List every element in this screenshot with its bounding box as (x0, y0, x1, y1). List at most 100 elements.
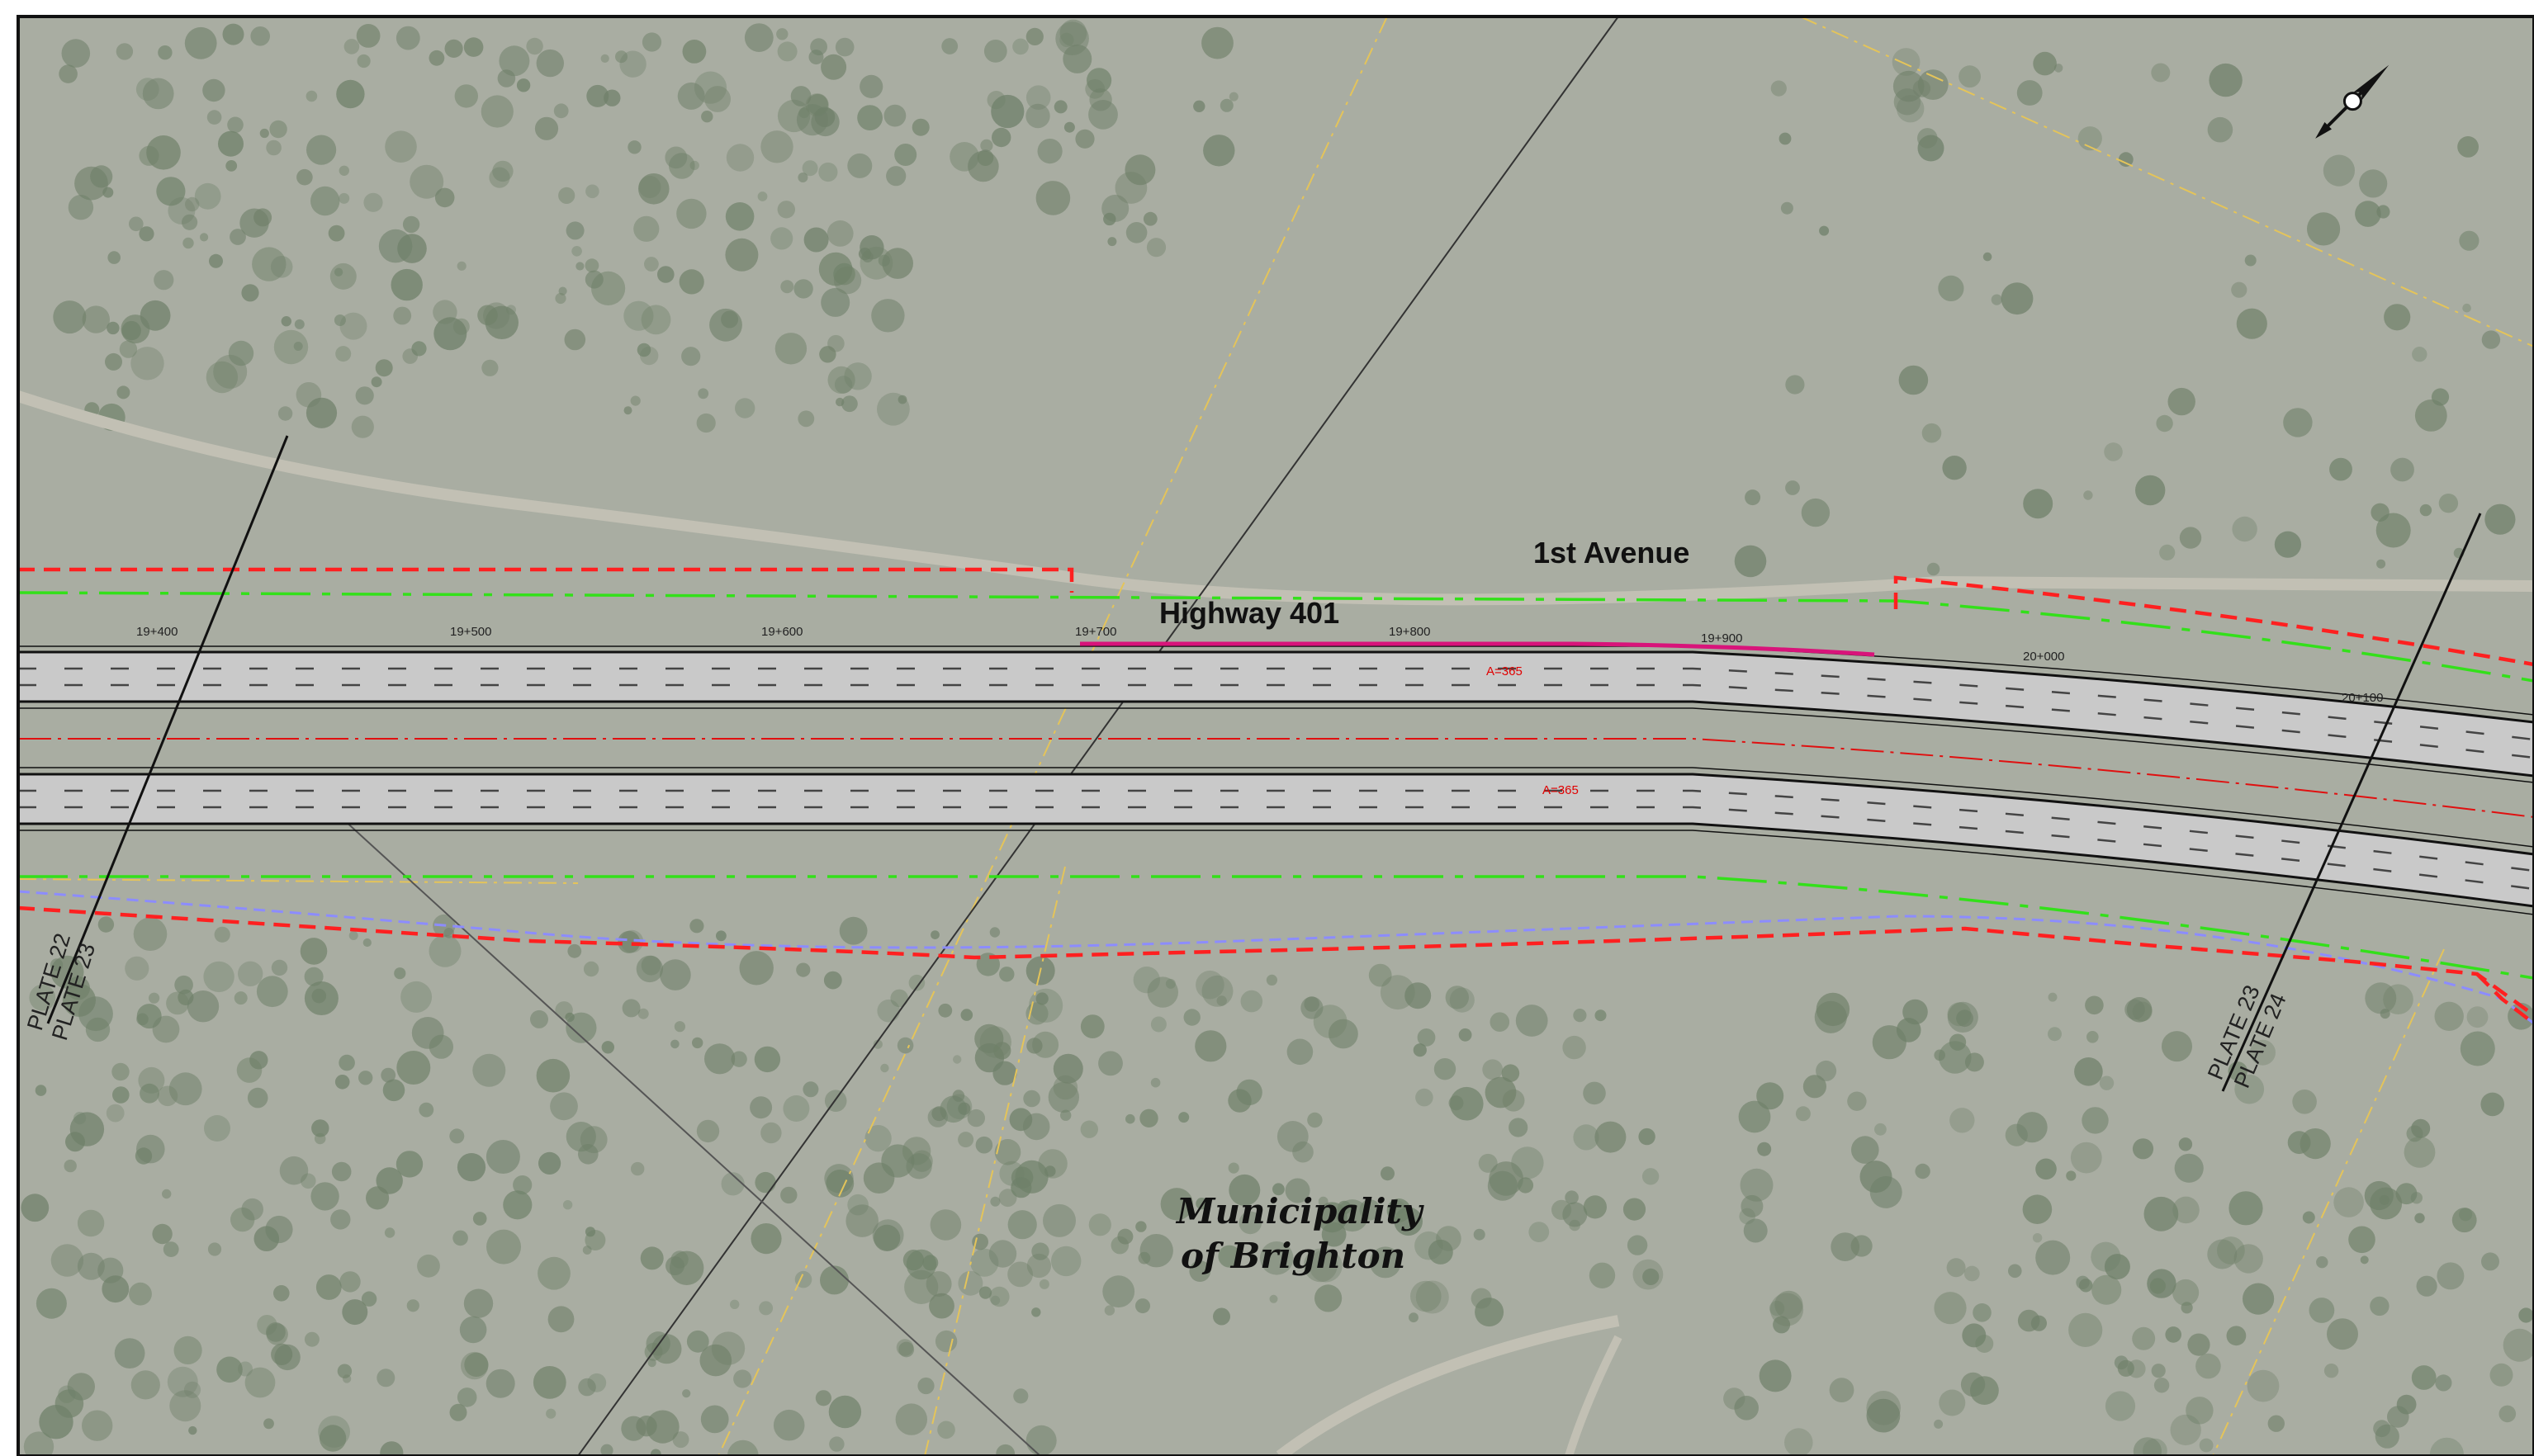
vegetation-clump (670, 1039, 680, 1049)
vegetation-clump (937, 1421, 955, 1439)
vegetation-clump (330, 1209, 351, 1230)
vegetation-clump (2048, 1027, 2062, 1042)
vegetation-clump (1934, 1419, 1944, 1429)
vegetation-clump (2370, 1296, 2390, 1317)
vegetation-clump (391, 268, 423, 301)
vegetation-clump (1139, 1109, 1158, 1128)
vegetation-clump (348, 931, 358, 940)
vegetation-clump (270, 256, 293, 278)
vegetation-clump (759, 1301, 774, 1316)
vegetation-clump (334, 314, 346, 326)
vegetation-clump (2376, 559, 2386, 569)
vegetation-clump (1509, 1118, 1528, 1137)
vegetation-clump (790, 86, 812, 106)
vegetation-clump (241, 1198, 264, 1221)
utility-line (1799, 17, 2534, 347)
vegetation-clump (929, 1293, 954, 1319)
vegetation-clump (163, 1241, 179, 1257)
vegetation-clump (958, 1132, 974, 1148)
vegetation-clump (2231, 281, 2247, 298)
vegetation-clump (2132, 1138, 2154, 1160)
vegetation-clump (1917, 69, 1949, 100)
vegetation-clump (1080, 1014, 1105, 1038)
vegetation-clump (883, 104, 907, 127)
vegetation-clump (334, 267, 343, 277)
vegetation-clump (1060, 1109, 1072, 1121)
vegetation-clump (2207, 116, 2233, 143)
vegetation-clump (863, 1162, 895, 1194)
vegetation-clump (1089, 88, 1112, 111)
vegetation-clump (2419, 503, 2432, 517)
vegetation-clump (2132, 1326, 2156, 1350)
vegetation-clump (1088, 1213, 1111, 1236)
vegetation-clump (890, 989, 908, 1008)
vegetation-clump (578, 1144, 599, 1165)
vegetation-clump (2114, 1355, 2129, 1370)
vegetation-clump (1038, 1149, 1068, 1179)
vegetation-clump (2234, 1074, 2265, 1104)
vegetation-clump (129, 216, 144, 232)
vegetation-clump (1318, 1196, 1329, 1207)
vegetation-clump (1898, 365, 1929, 395)
vegetation-clump (2383, 984, 2413, 1014)
vegetation-clump (1417, 1028, 1436, 1047)
vegetation-clump (1770, 80, 1787, 97)
vegetation-clump (149, 992, 160, 1004)
pavement-edge (18, 773, 2534, 856)
vegetation-clump (567, 943, 582, 958)
vegetation-patches (21, 19, 2534, 1456)
vegetation-clump (1300, 996, 1324, 1019)
vegetation-clump (1445, 986, 1470, 1009)
vegetation-clump (361, 1291, 377, 1307)
lane-marking (18, 789, 2534, 872)
vegetation-clump (808, 50, 824, 65)
vegetation-clump (1851, 1136, 1879, 1164)
vegetation-clump (65, 1132, 85, 1152)
vegetation-clump (335, 346, 352, 362)
vegetation-clump (1501, 1064, 1520, 1082)
vegetation-clump (682, 1389, 691, 1398)
vegetation-clump (139, 226, 154, 242)
vegetation-clump (1780, 201, 1793, 215)
vegetation-clump (50, 955, 84, 989)
vegetation-clump (669, 153, 695, 179)
vegetation-clump (133, 917, 168, 951)
vegetation-clump (1011, 1177, 1032, 1198)
vegetation-clump (1007, 1261, 1033, 1288)
vegetation-clump (674, 1021, 686, 1033)
vegetation-clump (935, 1330, 958, 1353)
vegetation-clump (1773, 1316, 1791, 1334)
vegetation-clump (265, 1215, 293, 1244)
vegetation-clump (142, 78, 174, 110)
vegetation-clump (182, 214, 198, 230)
vegetation-clump (727, 1439, 759, 1456)
vegetation-clump (2143, 1196, 2179, 1231)
vegetation-clump (704, 86, 731, 112)
vegetation-clump (1450, 1086, 1484, 1121)
vegetation-clump (68, 195, 94, 220)
vegetation-clump (2283, 408, 2313, 437)
gravel-road (18, 390, 2534, 606)
study-boundary (18, 890, 2534, 1025)
vegetation-clump (382, 1079, 405, 1102)
vegetation-clump (457, 1153, 486, 1182)
vegetation-clump (266, 1322, 286, 1342)
vegetation-clump (183, 1381, 201, 1398)
vegetation-clump (304, 981, 339, 1015)
vegetation-clump (319, 1425, 347, 1452)
vegetation-clump (1196, 1198, 1208, 1210)
vegetation-clump (2153, 1378, 2170, 1393)
vegetation-clump (2170, 1414, 2201, 1446)
vegetation-clump (760, 130, 793, 163)
vegetation-clump (677, 82, 705, 110)
vegetation-clump (2033, 51, 2057, 76)
vegetation-clump (978, 1286, 992, 1299)
vegetation-clump (1410, 1280, 1442, 1312)
vegetation-clump (621, 1416, 647, 1441)
vegetation-clump (996, 1444, 1016, 1456)
vegetation-clump (271, 959, 288, 976)
vegetation-clump (1239, 1211, 1262, 1235)
vegetation-clump (1573, 1009, 1587, 1023)
vegetation-clump (140, 300, 171, 331)
vegetation-clump (489, 167, 510, 188)
